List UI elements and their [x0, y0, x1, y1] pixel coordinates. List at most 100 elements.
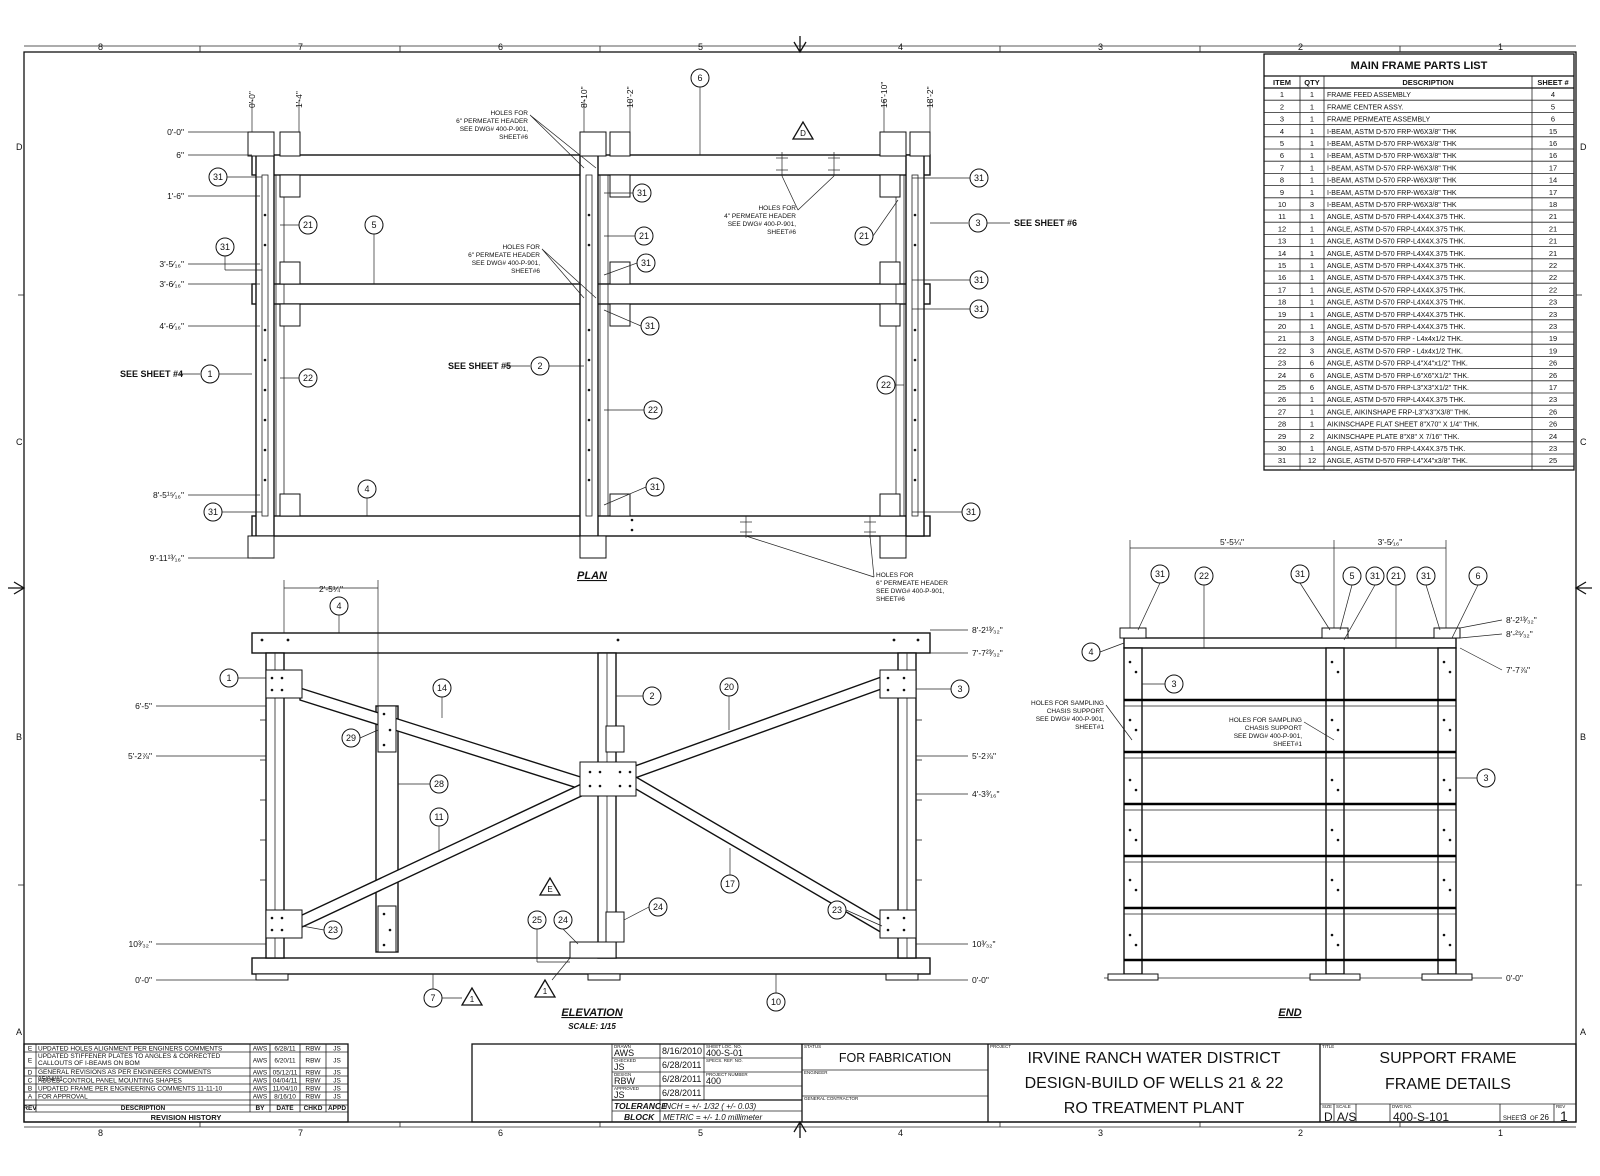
- rev-chkd: RBW: [305, 1094, 321, 1101]
- svg-text:SEE DWG# 400-P-901,: SEE DWG# 400-P-901,: [728, 221, 796, 228]
- rev-letter: B: [28, 1086, 32, 1093]
- size-value: D: [1324, 1110, 1333, 1124]
- svg-text:6: 6: [1475, 571, 1480, 581]
- part-description: ANGLE, ASTM D-570 FRP-L4X4X.375 THK.: [1327, 300, 1465, 307]
- svg-text:5: 5: [698, 1128, 703, 1138]
- rev-date: 05/12/11: [273, 1070, 298, 1077]
- part-sheet: 26: [1549, 359, 1557, 368]
- rev-date: 6/20/11: [274, 1058, 296, 1065]
- part-qty: 1: [1310, 395, 1314, 404]
- part-sheet: 23: [1549, 322, 1557, 331]
- part-item: 26: [1278, 395, 1286, 404]
- elevation-dim-right-5: 0'-0": [972, 975, 989, 985]
- rev-description: UPDATED STIFFENER PLATES TO ANGLES & COR…: [38, 1053, 221, 1067]
- part-description: ANGLE, ASTM D-570 FRP-L4X4X.375 THK.: [1327, 263, 1465, 270]
- svg-text:B: B: [1580, 732, 1586, 742]
- title-block: DRAWN CHECKED DESIGN APPROVED SHEET LOC.…: [471, 1043, 1577, 1124]
- rev-appd: JS: [333, 1046, 341, 1053]
- elevation-dim-right-2: 5'-2⅞": [972, 751, 996, 761]
- approved-date: 6/28/2011: [662, 1088, 701, 1098]
- svg-text:31: 31: [1421, 571, 1431, 581]
- svg-text:7: 7: [298, 42, 303, 52]
- svg-text:6: 6: [498, 1128, 503, 1138]
- rev-header-rev: REV: [23, 1105, 37, 1112]
- svg-text:SHEET#1: SHEET#1: [1273, 741, 1302, 748]
- part-qty: 1: [1310, 212, 1314, 221]
- part-qty: 3: [1310, 346, 1314, 355]
- svg-text:SHEET#6: SHEET#6: [511, 268, 540, 275]
- part-qty: 1: [1310, 188, 1314, 197]
- svg-text:1: 1: [1498, 42, 1503, 52]
- svg-text:31: 31: [650, 482, 660, 492]
- rev-appd: JS: [333, 1078, 341, 1085]
- spec-label: SPECS. REF. NO.: [706, 1058, 743, 1063]
- tolerance-label-2: BLOCK: [624, 1112, 655, 1122]
- svg-text:6" PERMEATE HEADER: 6" PERMEATE HEADER: [468, 252, 540, 259]
- part-qty: 1: [1310, 127, 1314, 136]
- part-description: ANGLE, ASTM D-570 FRP-L4X4X.375 THK.: [1327, 397, 1465, 404]
- svg-text:CHASIS SUPPORT: CHASIS SUPPORT: [1047, 708, 1104, 715]
- part-description: ANGLE, ASTM D-570 FRP-L4"X4"x1/2" THK.: [1327, 361, 1468, 368]
- part-item: 27: [1278, 407, 1286, 416]
- part-sheet: 16: [1549, 139, 1557, 148]
- elevation-scale: SCALE: 1/15: [568, 1022, 616, 1031]
- rev-appd: JS: [333, 1058, 341, 1065]
- part-description: I-BEAM, ASTM D-570 FRP-W6X3/8" THK: [1327, 178, 1457, 185]
- part-qty: 1: [1310, 115, 1314, 124]
- elevation-title: ELEVATION: [561, 1007, 623, 1019]
- part-description: ANGLE, ASTM D-570 FRP-L4X4X.375 THK.: [1327, 251, 1465, 258]
- grid-labels-left: D C B A: [16, 142, 23, 1037]
- plan-dim-left-7: 9'-11¹³⁄₁₆": [150, 553, 184, 563]
- part-qty: 6: [1310, 383, 1314, 392]
- drawn-label: DRAWN: [614, 1044, 631, 1049]
- elevation-rev-tag-1a: 1: [470, 995, 475, 1004]
- part-sheet: 25: [1549, 456, 1557, 465]
- svg-text:6: 6: [697, 73, 702, 83]
- rev-date: 8/16/10: [274, 1094, 296, 1101]
- svg-text:31: 31: [637, 188, 647, 198]
- part-qty: 1: [1310, 249, 1314, 258]
- part-sheet: 14: [1549, 176, 1557, 185]
- rev-by: AWS: [253, 1094, 268, 1101]
- svg-text:31: 31: [208, 507, 218, 517]
- plan-note-6in-c: HOLES FOR 6" PERMEATE HEADER SEE DWG# 40…: [876, 572, 948, 603]
- part-sheet: 26: [1549, 371, 1557, 380]
- part-qty: 1: [1310, 444, 1314, 453]
- part-sheet: 22: [1549, 261, 1557, 270]
- svg-text:22: 22: [881, 380, 891, 390]
- svg-text:C: C: [1580, 437, 1587, 447]
- elevation-dim-right-3: 4'-3³⁄₁₆": [972, 789, 999, 799]
- svg-text:5: 5: [371, 220, 376, 230]
- part-qty: 1: [1310, 237, 1314, 246]
- svg-text:SEE DWG# 400-P-901,: SEE DWG# 400-P-901,: [876, 588, 944, 595]
- rev-by: AWS: [253, 1058, 268, 1065]
- plan-dim-left-4: 3'-6⁄₁₆": [159, 279, 184, 289]
- end-dim-top-1: 3'-5⁄₁₆": [1378, 537, 1403, 547]
- engineer-label: ENGINEER: [804, 1070, 828, 1075]
- part-qty: 2: [1310, 432, 1314, 441]
- part-sheet: 23: [1549, 310, 1557, 319]
- parts-list-title: MAIN FRAME PARTS LIST: [1351, 60, 1488, 72]
- rev-by: AWS: [253, 1046, 268, 1053]
- svg-text:23: 23: [328, 925, 338, 935]
- see-sheet-4: SEE SHEET #4: [120, 369, 183, 379]
- part-item: 9: [1280, 188, 1284, 197]
- svg-text:28: 28: [434, 779, 444, 789]
- tolerance-label-1: TOLERANCE: [614, 1101, 667, 1111]
- elevation-view: 2'-5¼" 6'-5" 5'-2⅞" 10³⁄₃₂" 0'-0" 8'-2¹³…: [128, 580, 1003, 1031]
- end-note-a: HOLES FOR SAMPLING CHASIS SUPPORT SEE DW…: [1031, 700, 1104, 731]
- svg-text:10: 10: [771, 997, 781, 1007]
- plan-note-4in: HOLES FOR 4" PERMEATE HEADER SEE DWG# 40…: [724, 205, 796, 236]
- end-dim-right-3: 0'-0": [1506, 973, 1523, 983]
- svg-text:SHEET#6: SHEET#6: [876, 596, 905, 603]
- rev-description: UPDATED HOLES ALIGNMENT PER ENGINERS COM…: [38, 1046, 223, 1053]
- scale-label: SCALE: [1336, 1104, 1351, 1109]
- plan-dim-left-5: 4'-6⁄₁₆": [159, 321, 184, 331]
- svg-text:3: 3: [1098, 1128, 1103, 1138]
- svg-text:8: 8: [98, 42, 103, 52]
- svg-text:31: 31: [220, 242, 230, 252]
- part-qty: 12: [1308, 456, 1316, 465]
- grid-labels-bottom: 8 7 6 5 4 3 2 1: [98, 1128, 1503, 1138]
- parts-list: MAIN FRAME PARTS LIST ITEM QTY DESCRIPTI…: [1263, 53, 1575, 471]
